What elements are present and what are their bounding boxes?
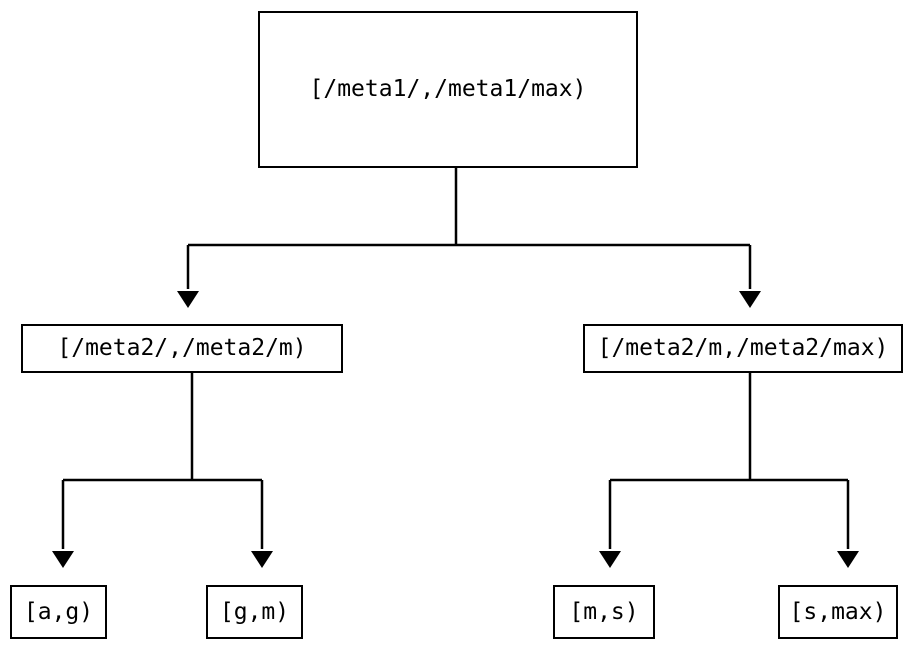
edge-l2left-to-leaf-bus [63, 373, 262, 482]
edge-l2right-smax [837, 480, 859, 568]
tree-node-level2-left[interactable]: [/meta2/,/meta2/m) [21, 324, 343, 373]
tree-node-leaf-m-s[interactable]: [m,s) [553, 585, 655, 639]
arrowhead-icon [177, 291, 199, 308]
tree-node-leaf-s-max[interactable]: [s,max) [778, 585, 898, 639]
arrowhead-icon [251, 551, 273, 568]
arrowhead-icon [739, 291, 761, 308]
edge-root-to-level1-bus [188, 168, 750, 247]
arrowhead-icon [599, 551, 621, 568]
edge-l2left-gm [251, 480, 273, 568]
edge-l2right-ms [599, 480, 621, 568]
tree-node-label: [m,s) [569, 598, 639, 625]
tree-node-label: [/meta2/,/meta2/m) [57, 335, 307, 361]
tree-node-label: [/meta2/m,/meta2/max) [597, 335, 889, 361]
arrowhead-icon [52, 551, 74, 568]
tree-node-label: [/meta1/,/meta1/max) [309, 76, 587, 102]
edge-root-l2-right [739, 245, 761, 308]
tree-node-label: [g,m) [219, 598, 290, 625]
tree-node-leaf-g-m[interactable]: [g,m) [206, 585, 303, 639]
edge-root-l2-left [177, 245, 199, 308]
tree-node-level2-right[interactable]: [/meta2/m,/meta2/max) [583, 324, 903, 373]
edge-l2right-to-leaf-bus [610, 373, 848, 482]
tree-node-leaf-a-g[interactable]: [a,g) [10, 585, 107, 639]
tree-node-root[interactable]: [/meta1/,/meta1/max) [258, 11, 638, 168]
tree-node-label: [a,g) [23, 598, 94, 625]
tree-node-label: [s,max) [789, 598, 887, 625]
edge-l2left-ag [52, 480, 74, 568]
arrowhead-icon [837, 551, 859, 568]
